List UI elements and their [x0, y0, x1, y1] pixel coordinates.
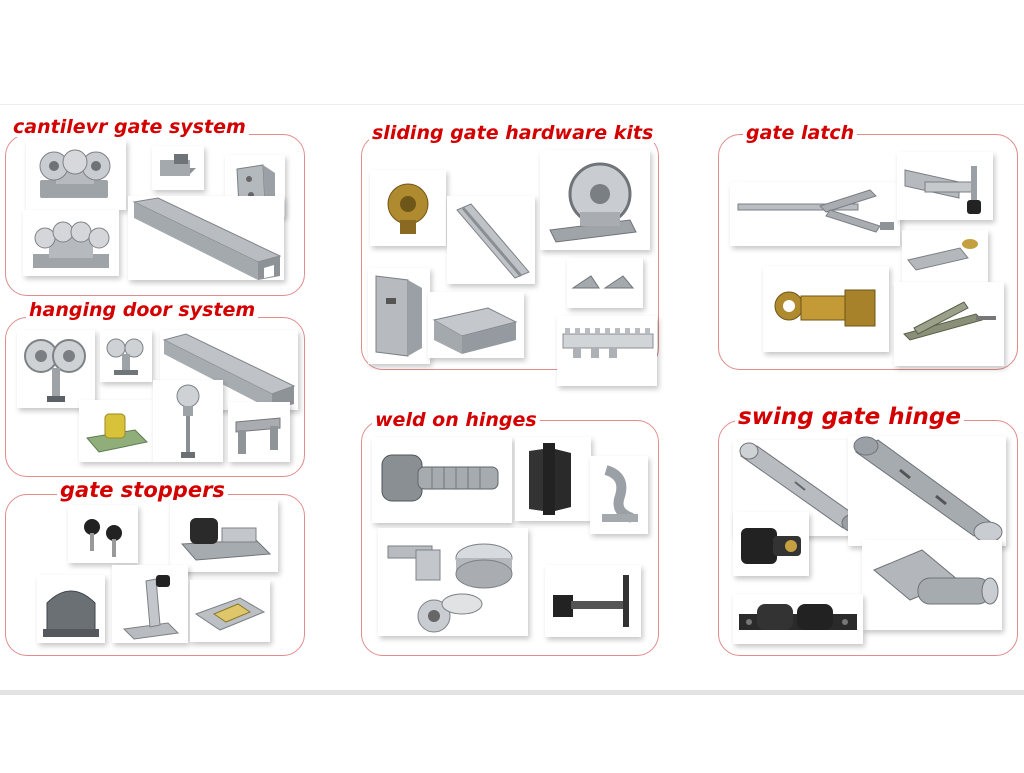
weld-bearing-hinge-set-image[interactable] — [378, 528, 528, 636]
latch-spring-bolt-image[interactable] — [897, 152, 993, 220]
sliding-gear-rack-image[interactable] — [557, 316, 657, 386]
section-title-sliding: sliding gate hardware kits — [369, 124, 657, 143]
bottom-margin — [0, 690, 1024, 773]
weld-hinge-adjustable-image[interactable] — [372, 437, 512, 523]
stopper-flat-plate-image[interactable] — [190, 580, 270, 642]
stopper-upright-image[interactable] — [112, 565, 188, 643]
cantilever-top-guide-image[interactable] — [152, 146, 204, 190]
sliding-top-guide-bracket-image[interactable] — [368, 268, 430, 364]
swing-heavy-duty-hinge-image[interactable] — [733, 594, 863, 644]
cantilever-roller-carriage-2-image[interactable] — [23, 210, 119, 276]
hanging-trolley-image[interactable] — [17, 330, 95, 408]
weld-hinge-bent-image[interactable] — [590, 456, 648, 534]
sliding-end-stop-image[interactable] — [567, 258, 643, 308]
stopper-rubber-buffer-image[interactable] — [68, 505, 138, 563]
hanging-bolt-hanger-image[interactable] — [153, 380, 223, 462]
latch-lever-image[interactable] — [894, 282, 1004, 366]
stopper-ground-dome-image[interactable] — [37, 575, 105, 643]
latch-brass-barrel-image[interactable] — [763, 266, 889, 352]
sliding-wheel-small-image[interactable] — [370, 170, 446, 246]
sliding-gate-wheel-large-image[interactable] — [540, 150, 650, 250]
swing-flag-hinge-image[interactable] — [862, 540, 1002, 630]
latch-drop-rod-image[interactable] — [730, 182, 900, 246]
cantilever-roller-carriage-image[interactable] — [26, 140, 126, 210]
hanging-floor-guide-image[interactable] — [79, 400, 153, 462]
section-title-latch: gate latch — [743, 124, 858, 143]
cantilever-track-profile-image[interactable] — [128, 196, 284, 280]
section-title-stoppers: gate stoppers — [57, 480, 228, 501]
swing-decorative-hinge-image[interactable] — [848, 436, 1006, 546]
swing-black-hinge-image[interactable] — [733, 512, 809, 576]
weld-hinge-threaded-image[interactable] — [545, 565, 641, 637]
section-title-swing: swing gate hinge — [735, 406, 964, 429]
section-title-cantilever: cantilevr gate system — [10, 118, 249, 137]
stopper-roller-catch-image[interactable] — [170, 500, 278, 572]
section-title-hanging: hanging door system — [26, 301, 259, 320]
section-title-weld: weld on hinges — [372, 411, 540, 430]
latch-flat-bolt-image[interactable] — [902, 230, 988, 282]
top-margin — [0, 0, 1024, 104]
hanging-bracket-image[interactable] — [228, 402, 290, 462]
sliding-ground-track-image[interactable] — [447, 196, 535, 284]
weld-hinge-black-image[interactable] — [515, 437, 591, 521]
hanging-trolley-small-image[interactable] — [100, 330, 152, 382]
sliding-guide-roller-image[interactable] — [428, 292, 524, 358]
